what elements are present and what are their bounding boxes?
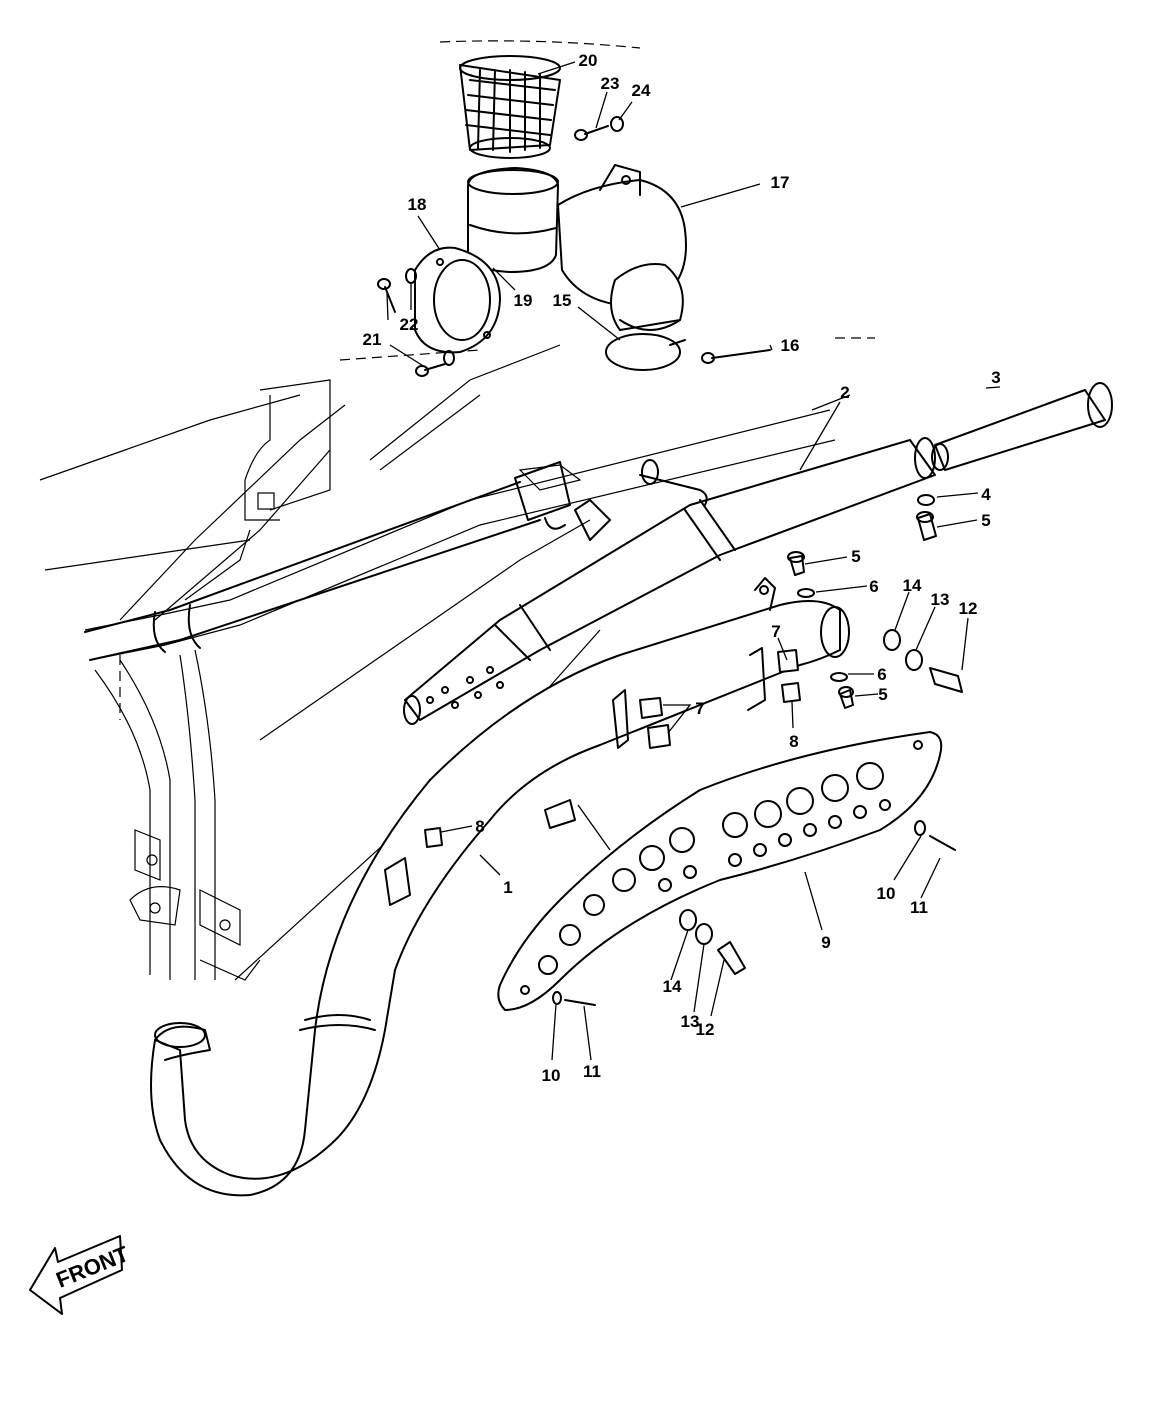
callout-6-upper: 6 [869,577,878,596]
screw-part-23 [574,125,609,141]
front-arrow [29,1235,123,1315]
callout-13-lower: 13 [681,1012,700,1031]
callout-18: 18 [408,195,427,214]
filter-part-20 [459,55,561,159]
callout-9: 9 [821,933,830,952]
callout-10-left: 10 [542,1066,561,1085]
washer-part-10 [552,820,926,1005]
callout-11-left: 11 [583,1062,601,1081]
callout-2: 2 [840,383,849,402]
frame-tube [84,461,611,661]
callout-8-left: 8 [475,817,484,836]
screw-part-11 [564,835,956,1006]
callout-10-right: 10 [877,884,896,903]
callout-7-right: 7 [771,622,780,641]
gasket-part-18 [414,246,501,354]
callout-5-lower: 5 [878,685,887,704]
clip-part-7 [612,647,799,749]
washer-part-22 [405,268,455,366]
clamp-part-15 [605,333,686,371]
muffler-part-2 [403,437,936,725]
heat-shield-part-9 [497,731,943,1011]
callout-24: 24 [632,81,651,100]
callout-8-right: 8 [789,732,798,751]
callout-21: 21 [363,330,382,349]
callout-22: 22 [400,315,419,334]
leader-lines [386,61,1001,1061]
callout-5-upper: 5 [981,511,990,530]
washer-part-4 [917,494,935,506]
callout-6-lower: 6 [877,665,886,684]
sleeve-part-19 [467,167,559,273]
callout-11-right: 11 [910,898,928,917]
callout-12-lower: 12 [696,1020,715,1039]
callout-16: 16 [781,336,800,355]
exhaust-pipe-part-1 [150,577,850,1197]
callout-23: 23 [601,74,620,93]
bolt-part-5-middle [787,551,805,576]
callout-14-upper: 14 [903,576,922,595]
bolt-part-5-lower [838,686,854,709]
callout-1: 1 [503,878,512,897]
callout-5-middle: 5 [851,547,860,566]
callout-14-lower: 14 [663,977,682,996]
callout-19: 19 [514,291,533,310]
frame-outline [39,40,875,981]
chamber-body-part-17 [557,164,687,331]
callout-20: 20 [579,51,598,70]
callout-13-upper: 13 [931,590,950,609]
callout-12-upper: 12 [959,599,978,618]
nut-part-8 [384,682,801,906]
callout-15: 15 [553,291,572,310]
screw-part-16 [701,349,771,364]
callout-17: 17 [771,173,790,192]
bolt-part-5-upper [916,511,937,541]
washer-part-24 [610,116,624,132]
tail-cone-part-3 [931,382,1113,471]
callout-4: 4 [981,485,991,504]
bolt-part-12 [717,667,963,975]
callout-3: 3 [991,368,1000,387]
callout-7-left: 7 [695,699,704,718]
screw-part-21 [377,278,446,377]
spring-washer-part-6 [797,588,848,682]
